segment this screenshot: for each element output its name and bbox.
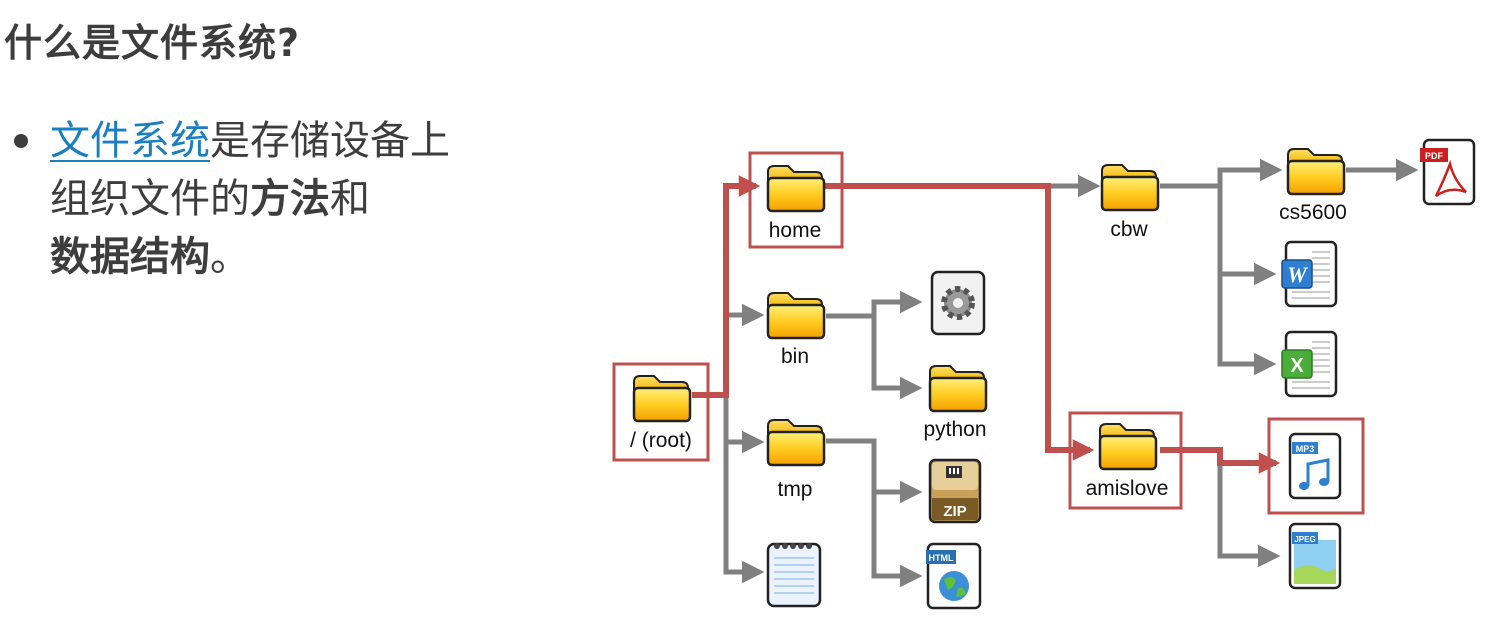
bullet-bold-data-structure: 数据结构 (50, 234, 210, 280)
edge-bin-python (871, 316, 923, 400)
mp3-audio-file-icon[interactable]: MP3 (1288, 432, 1342, 500)
folder-cbw[interactable] (1100, 164, 1160, 212)
edge-amislove-jpeg (1217, 461, 1281, 568)
word-document-icon[interactable]: W (1281, 240, 1338, 308)
bullet-text: 文件系统是存储设备上组织文件的方法和数据结构。 (50, 112, 480, 286)
edge-root-notepad (723, 442, 765, 584)
folder-home-label: home (769, 219, 822, 242)
excel-spreadsheet-icon[interactable]: X (1281, 330, 1338, 398)
edge-cbw-word (1217, 186, 1277, 286)
zip-file-icon[interactable]: ZIP (928, 458, 982, 524)
zip-label: ZIP (943, 503, 966, 520)
html-label: HTML (929, 553, 954, 563)
folder-bin-label: bin (781, 345, 809, 368)
folder-cs5600-label: cs5600 (1279, 201, 1347, 224)
file-system-link[interactable]: 文件系统 (50, 118, 210, 164)
html-file-icon[interactable]: HTML (926, 542, 982, 610)
edge-amislove-mp3 (1160, 447, 1281, 474)
edge-cbw-cs5600 (1160, 158, 1283, 189)
highlight-boxes (612, 151, 1365, 515)
bullet-dot (14, 134, 28, 148)
bullet-bold-method: 方法 (250, 176, 330, 222)
edge-root-tmp (723, 395, 765, 454)
settings-gear-icon[interactable] (930, 270, 986, 336)
folder-cbw-label: cbw (1110, 218, 1148, 241)
bullet-text-part-1: 是存储设备上组织文件的 (50, 118, 450, 222)
jpeg-label: JPEG (1294, 535, 1315, 544)
edge-root-bin (723, 303, 765, 395)
box-amislove (1068, 411, 1183, 510)
edge-tmp-html (871, 492, 923, 588)
folder-bin[interactable] (766, 292, 826, 340)
folder-python[interactable] (928, 365, 988, 413)
excel-label: X (1290, 355, 1304, 377)
folder-tmp[interactable] (766, 419, 826, 467)
edge-tmp-zip (826, 438, 923, 504)
box-mp3 (1267, 417, 1365, 515)
slide-title: 什么是文件系统? (4, 21, 301, 65)
folder-python-label: python (923, 418, 986, 441)
edge-bin-settings (826, 290, 923, 319)
folder-cs5600[interactable] (1286, 148, 1346, 196)
edge-cbw-excel (1217, 274, 1277, 376)
box-home (748, 151, 844, 249)
folder-amislove[interactable] (1098, 423, 1158, 471)
pdf-label: PDF (1425, 151, 1444, 161)
folder-home[interactable] (766, 165, 826, 213)
folder-root-label: / (root) (630, 429, 692, 452)
bullet-text-part-3: 。 (210, 234, 250, 280)
mp3-label: MP3 (1296, 444, 1315, 454)
folder-tmp-label: tmp (777, 478, 812, 501)
word-label: W (1287, 262, 1308, 287)
folder-amislove-label: amislove (1086, 477, 1169, 500)
folder-root[interactable] (632, 375, 692, 423)
jpeg-image-file-icon[interactable]: JPEG (1288, 522, 1342, 590)
pdf-file-icon[interactable]: PDF (1420, 138, 1476, 206)
notepad-file-icon[interactable] (766, 542, 822, 608)
bullet-text-part-2: 和 (330, 176, 370, 222)
box-root (612, 362, 710, 462)
